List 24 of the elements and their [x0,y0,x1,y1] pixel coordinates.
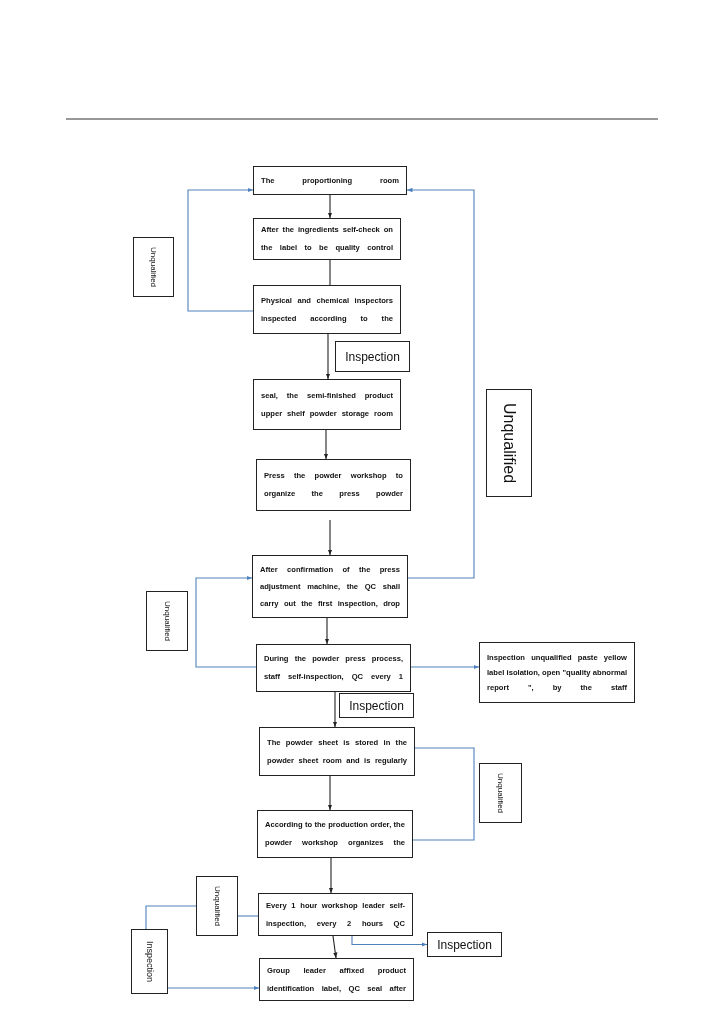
connector-arrow [325,333,331,380]
connector-arrow [332,691,338,728]
connector-arrow [406,187,475,579]
connector-arrow [410,664,480,670]
vertical-label-box: Unqualified [133,237,174,297]
vertical-label-box: Unqualified [196,876,238,936]
vertical-label-box: Unqualified [486,389,532,497]
connector-arrow [327,519,333,556]
connector-arrow [323,429,329,460]
label-box: Inspection [427,932,502,957]
connector-arrow [324,617,330,645]
connector-arrow [195,575,257,668]
connector-arrow [167,985,260,991]
connector-arrow [332,935,338,959]
vertical-label-box: Inspection [131,929,168,994]
connector-arrow [327,775,333,811]
vertical-label-box: Unqualified [479,763,522,823]
label-box: Inspection [339,693,414,718]
connector-arrow [327,194,333,219]
connector-arrow [328,857,334,894]
label-box: Inspection [335,341,410,372]
connector-arrow [351,935,428,947]
vertical-label-box: Unqualified [146,591,188,651]
connector-arrow [187,187,254,312]
